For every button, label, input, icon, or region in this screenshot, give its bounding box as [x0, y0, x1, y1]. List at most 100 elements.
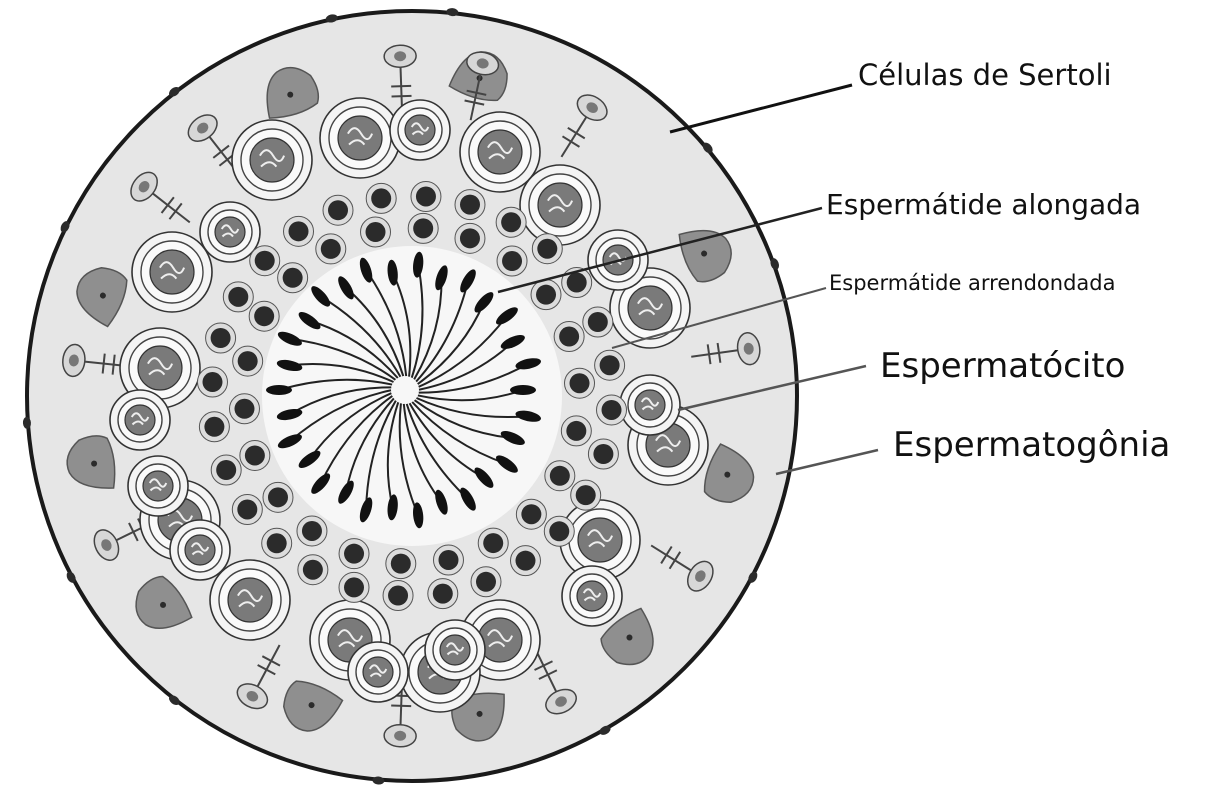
spermatid-nucleus — [234, 399, 254, 419]
spermatid-nucleus — [438, 550, 458, 570]
spermatid-nucleus — [228, 287, 248, 307]
spermatid-nucleus — [371, 188, 391, 208]
round-spermatid — [240, 440, 270, 470]
spermatid-nucleus — [536, 285, 556, 305]
spermatocyte — [320, 98, 400, 178]
spermatid-nucleus — [202, 372, 222, 392]
round-spermatid — [545, 461, 575, 491]
spermatid-nucleus — [476, 572, 496, 592]
spermatid-nucleus — [433, 584, 453, 604]
spermatocyte — [620, 375, 680, 435]
spermatocyte — [390, 100, 450, 160]
cells-layer — [23, 8, 797, 786]
spermatid-nucleus — [344, 577, 364, 597]
spermatid-nucleus — [303, 560, 323, 580]
spermatocyte — [425, 620, 485, 680]
round-spermatid — [250, 246, 280, 276]
round-spermatid — [531, 280, 561, 310]
round-spermatid — [229, 394, 259, 424]
round-spermatid — [408, 213, 438, 243]
round-spermatid — [366, 183, 396, 213]
leader-sertoli — [670, 85, 852, 132]
spermatocyte-nucleus — [338, 116, 382, 160]
round-spermatid — [263, 482, 293, 512]
spermatocyte-nucleus — [405, 115, 435, 145]
round-spermatid — [211, 455, 241, 485]
round-spermatid — [232, 494, 262, 524]
round-spermatid — [497, 246, 527, 276]
spermatid-nucleus — [593, 444, 613, 464]
round-spermatid — [554, 322, 584, 352]
sperm-head — [510, 385, 536, 395]
spermatocyte-nucleus — [138, 346, 182, 390]
round-spermatid — [361, 217, 391, 247]
round-spermatid — [339, 539, 369, 569]
round-spermatid — [199, 412, 229, 442]
spermatocyte — [132, 232, 212, 312]
spermatocyte-nucleus — [185, 535, 215, 565]
label-sertoli-cells: Células de Sertoli — [858, 58, 1112, 92]
spermatid-nucleus — [567, 273, 587, 293]
round-spermatid — [262, 528, 292, 558]
spermatid-nucleus — [416, 186, 436, 206]
spermatid-nucleus — [204, 417, 224, 437]
round-spermatid — [297, 516, 327, 546]
round-spermatid — [316, 234, 346, 264]
round-spermatid — [284, 216, 314, 246]
round-spermatid — [206, 323, 236, 353]
label-elongated-spermatid: Espermátide alongada — [826, 188, 1141, 221]
spermatid-nucleus — [515, 551, 535, 571]
round-spermatid — [478, 528, 508, 558]
spermatid-nucleus — [255, 251, 275, 271]
spermatocyte-nucleus — [250, 138, 294, 182]
spermatid-nucleus — [328, 200, 348, 220]
spermatid-nucleus — [366, 222, 386, 242]
spermatid-nucleus — [570, 373, 590, 393]
spermatid-nucleus — [283, 268, 303, 288]
spermatid-nucleus — [502, 251, 522, 271]
label-spermatocyte: Espermatócito — [880, 346, 1125, 386]
stalk-tick — [391, 86, 411, 87]
spermatocyte-nucleus — [578, 518, 622, 562]
round-spermatid — [544, 516, 574, 546]
spermatocyte — [562, 566, 622, 626]
spermatid-nucleus — [211, 328, 231, 348]
spermatocyte — [200, 202, 260, 262]
spermatid-nucleus — [550, 466, 570, 486]
spermatocyte-nucleus — [125, 405, 155, 435]
round-spermatid — [455, 223, 485, 253]
sperm-head — [266, 385, 292, 395]
spermatid-nucleus — [588, 312, 608, 332]
round-spermatid — [339, 572, 369, 602]
round-spermatid — [233, 346, 263, 376]
spermatid-nucleus — [254, 306, 274, 326]
label-round-spermatid: Espermátide arrendondada — [829, 271, 1115, 295]
spermatocyte-nucleus — [478, 130, 522, 174]
spermatid-nucleus — [460, 228, 480, 248]
round-spermatid — [455, 190, 485, 220]
round-spermatid — [428, 579, 458, 609]
spermatid-nucleus — [501, 212, 521, 232]
spermatocyte-nucleus — [143, 471, 173, 501]
round-spermatid — [597, 395, 627, 425]
spermatid-nucleus — [600, 355, 620, 375]
spermatocyte-nucleus — [577, 581, 607, 611]
spermatocyte — [110, 390, 170, 450]
round-spermatid — [583, 307, 613, 337]
spermatocyte-nucleus — [538, 183, 582, 227]
round-spermatid — [516, 499, 546, 529]
stalk-tick — [391, 705, 411, 706]
round-spermatid — [510, 546, 540, 576]
spermatocyte — [210, 560, 290, 640]
round-spermatid — [386, 549, 416, 579]
spermatid-nucleus — [289, 221, 309, 241]
spermatid-nucleus — [549, 521, 569, 541]
round-spermatid — [471, 567, 501, 597]
round-spermatid — [571, 480, 601, 510]
spermatid-nucleus — [216, 460, 236, 480]
spermatocyte — [348, 642, 408, 702]
spermatocyte-nucleus — [635, 390, 665, 420]
spermatocyte-nucleus — [215, 217, 245, 247]
round-spermatid — [323, 195, 353, 225]
spermatocyte — [170, 520, 230, 580]
